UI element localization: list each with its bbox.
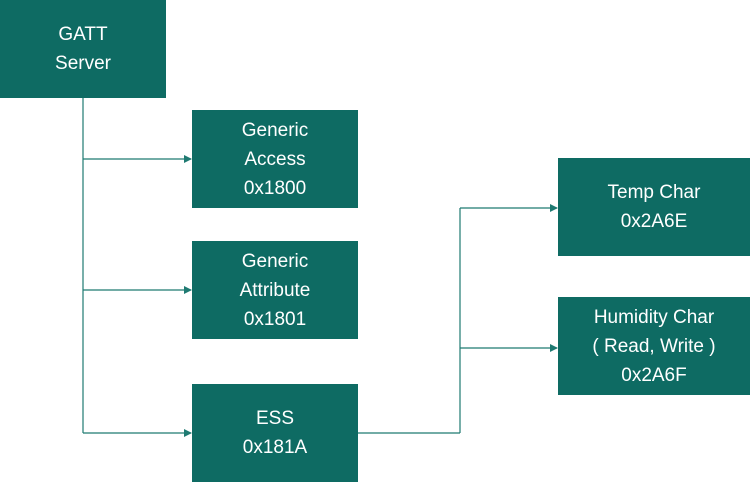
generic-attribute-node: Generic Attribute 0x1801 bbox=[192, 241, 358, 339]
humidity-char-node: Humidity Char ( Read, Write ) 0x2A6F bbox=[558, 297, 750, 395]
generic-access-uuid: 0x1800 bbox=[243, 177, 307, 199]
gatt-server-label-line2: Server bbox=[55, 53, 111, 74]
generic-attribute-label-line1: Generic bbox=[241, 250, 309, 272]
ess-label: ESS bbox=[255, 408, 295, 429]
humidity-char-uuid: 0x2A6F bbox=[621, 364, 687, 386]
generic-attribute-uuid: 0x1801 bbox=[243, 308, 307, 330]
temp-char-uuid: 0x2A6E bbox=[620, 211, 688, 232]
gatt-server-node: GATT Server bbox=[0, 0, 166, 98]
temp-char-label: Temp Char bbox=[607, 182, 701, 203]
temp-char-node: Temp Char 0x2A6E bbox=[558, 158, 750, 256]
generic-attribute-label-line2: Attribute bbox=[239, 279, 311, 301]
gatt-server-label-line1: GATT bbox=[58, 24, 108, 45]
generic-access-label-line2: Access bbox=[244, 148, 306, 170]
humidity-char-properties: ( Read, Write ) bbox=[592, 335, 716, 357]
humidity-char-label: Humidity Char bbox=[593, 306, 715, 328]
ess-uuid: 0x181A bbox=[242, 437, 308, 458]
generic-access-label-line1: Generic bbox=[241, 119, 309, 141]
ess-node: ESS 0x181A bbox=[192, 384, 358, 482]
generic-access-node: Generic Access 0x1800 bbox=[192, 110, 358, 208]
